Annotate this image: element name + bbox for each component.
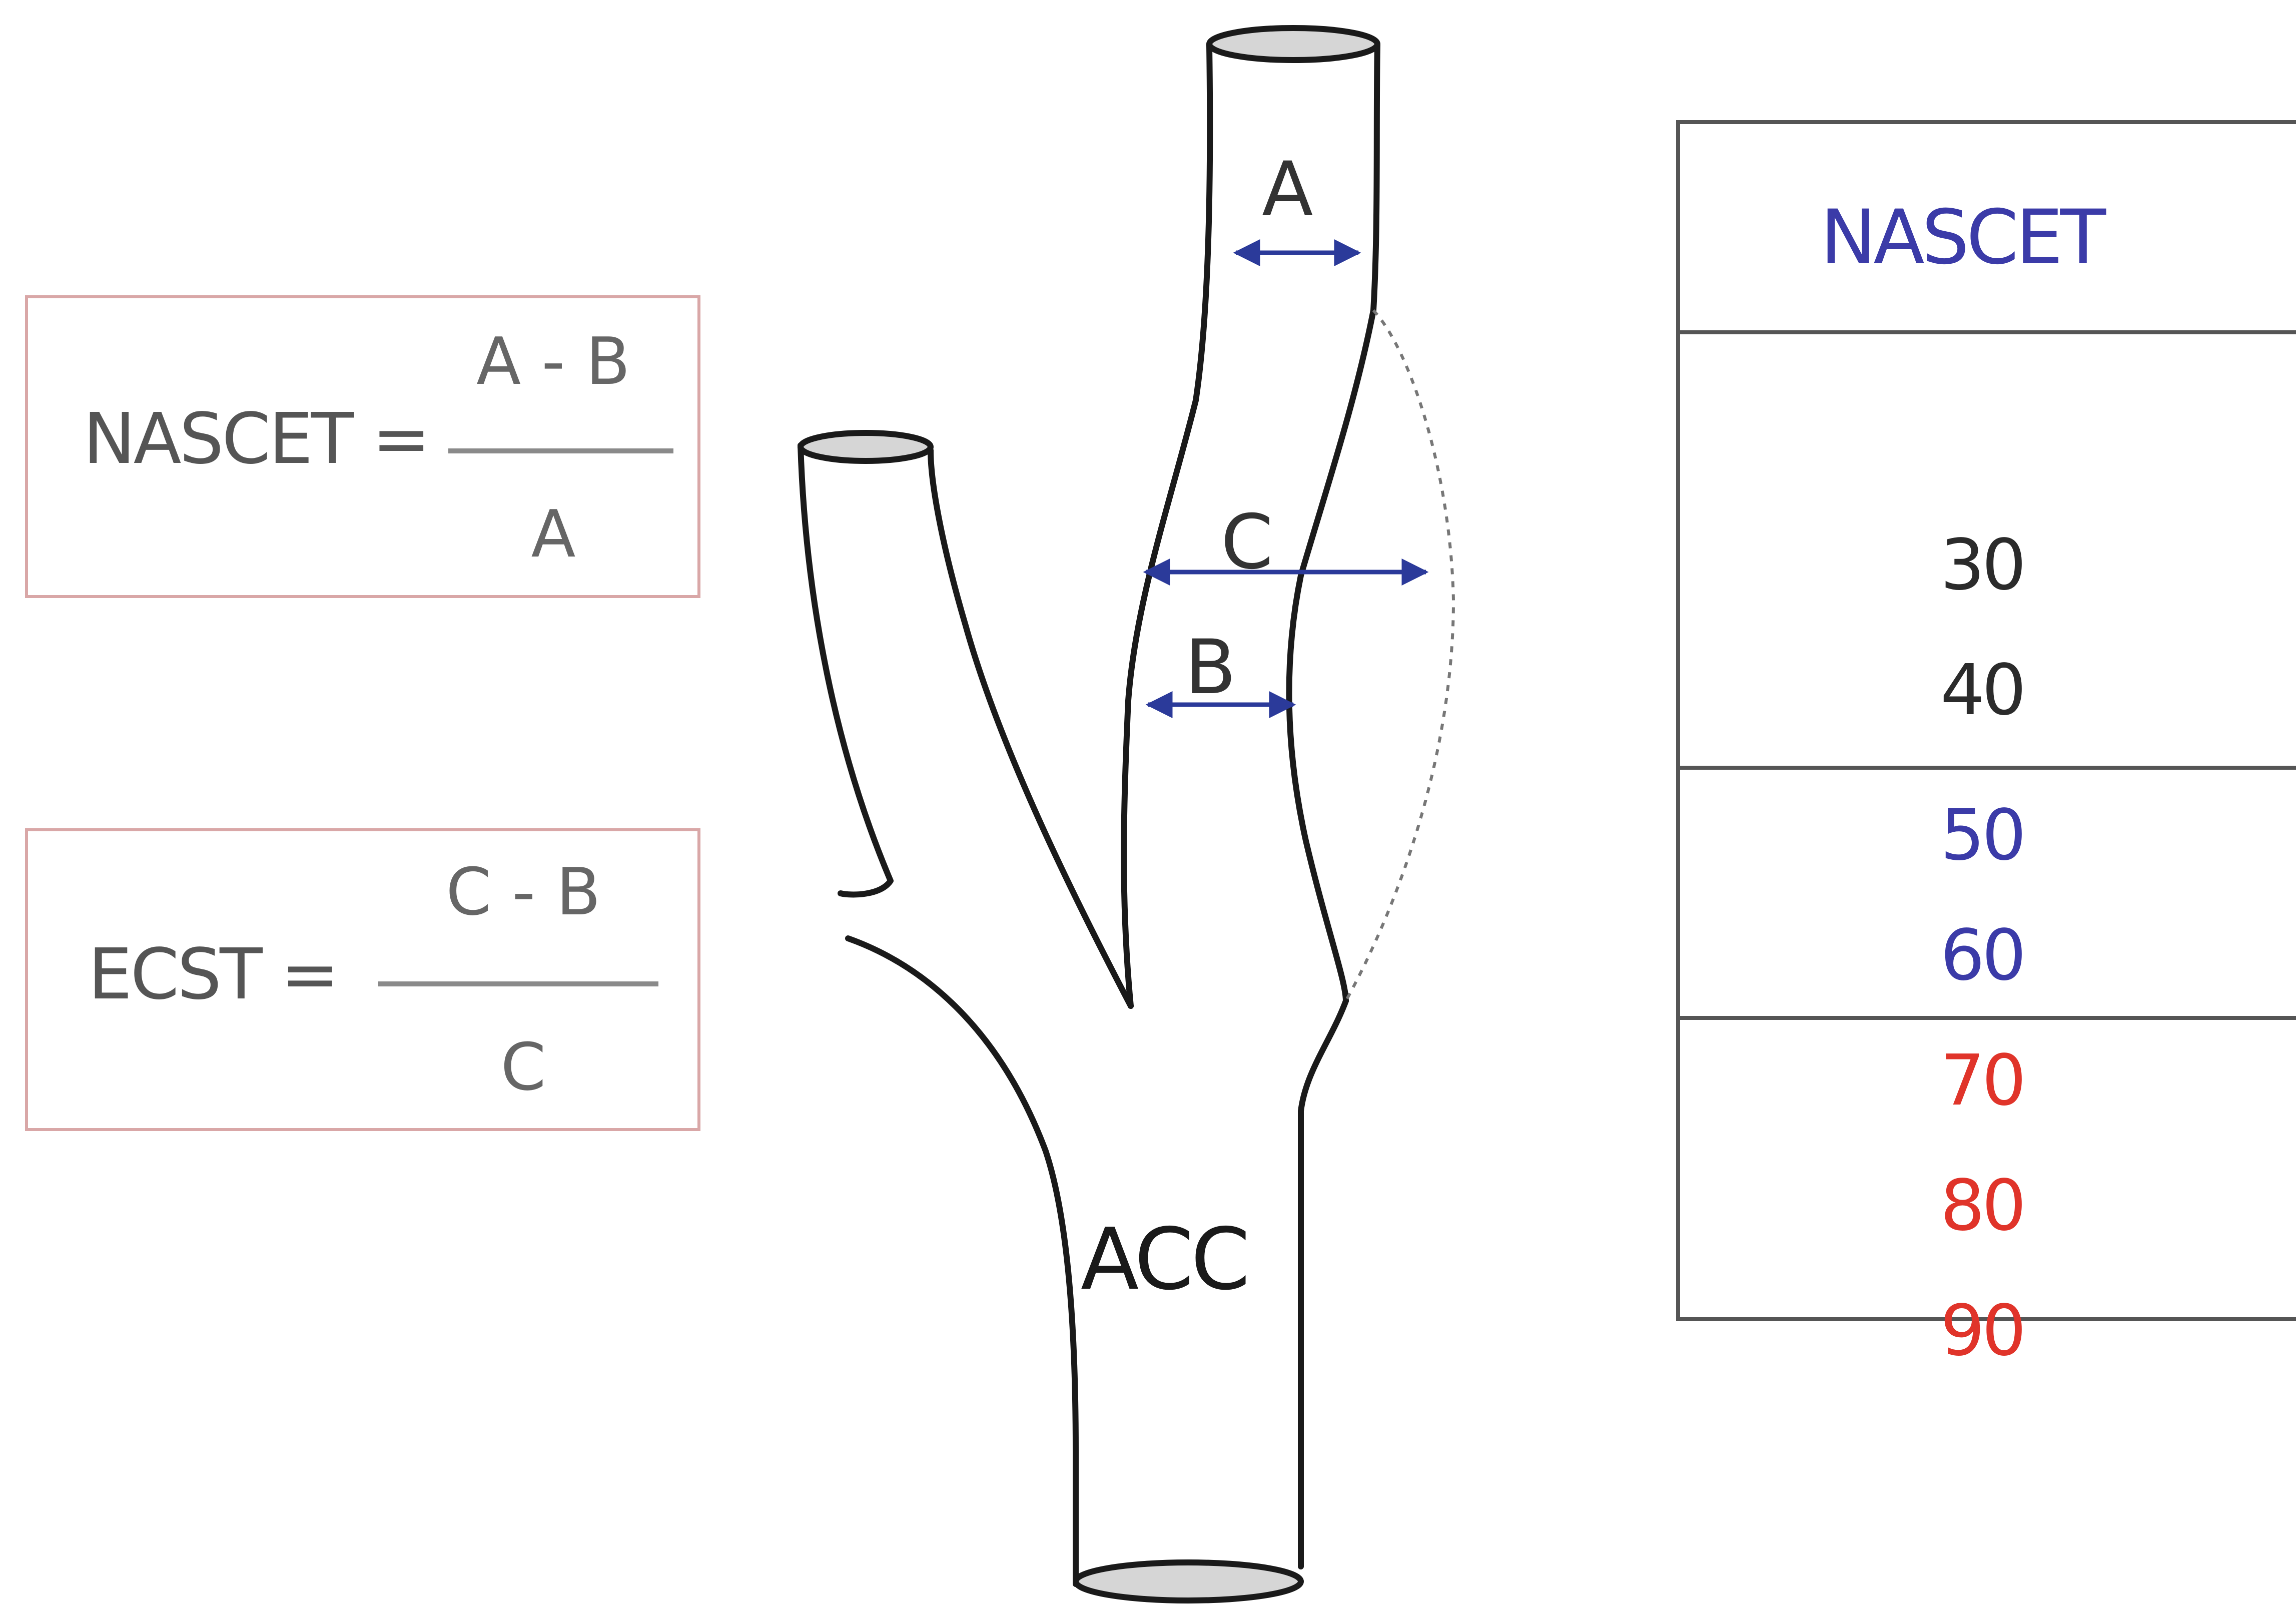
common-carotid-left-wall <box>845 935 1079 1587</box>
grade-value: 80 <box>1940 1165 2026 1247</box>
grade-group-moderate: 50 60 <box>1680 770 2296 1020</box>
label-b: B <box>1185 624 1236 711</box>
grade-value: 40 <box>1940 650 2026 731</box>
grade-value: 70 <box>1940 1040 2026 1122</box>
grade-table-header-label: NASCET <box>1820 194 2106 281</box>
grade-group-severe: 70 80 90 <box>1680 1020 2296 1372</box>
external-carotid-outer-wall <box>798 442 894 898</box>
nascet-formula-denominator: A <box>531 496 576 572</box>
ecst-formula-numerator: C - B <box>446 854 601 930</box>
external-carotid-opening <box>798 430 934 464</box>
nascet-formula-box: NASCET = A - B A <box>25 295 700 598</box>
grade-group-mild: 30 40 <box>1680 334 2296 770</box>
grade-table-header: NASCET <box>1680 124 2296 334</box>
nascet-grade-table: NASCET 30 40 50 60 70 80 90 <box>1676 120 2296 1372</box>
vessel-outline <box>798 25 1380 1603</box>
external-carotid-inner-wall <box>928 447 1134 1009</box>
common-carotid-opening <box>1073 1559 1304 1603</box>
nascet-formula-numerator: A - B <box>476 323 630 399</box>
internal-carotid-left-wall <box>1121 42 1213 1009</box>
ecst-formula-box: ECST = C - B C <box>25 828 700 1131</box>
original-vessel-wall-dotted <box>1344 309 1455 1002</box>
internal-carotid-opening <box>1206 25 1380 63</box>
label-c: C <box>1221 499 1273 586</box>
label-a: A <box>1262 146 1313 233</box>
common-carotid-right-wall <box>1298 998 1349 1569</box>
grade-value: 30 <box>1940 524 2026 606</box>
ecst-formula-lhs: ECST = <box>88 934 339 1015</box>
label-acc: ACC <box>1081 1210 1247 1309</box>
ecst-formula-denominator: C <box>500 1029 546 1105</box>
grade-value: 60 <box>1940 915 2026 996</box>
ecst-fraction-bar <box>378 981 658 986</box>
grade-value: 50 <box>1940 795 2026 876</box>
nascet-formula-lhs: NASCET = <box>83 398 431 480</box>
nascet-fraction-bar <box>448 448 673 453</box>
grade-value: 90 <box>1940 1290 2026 1372</box>
